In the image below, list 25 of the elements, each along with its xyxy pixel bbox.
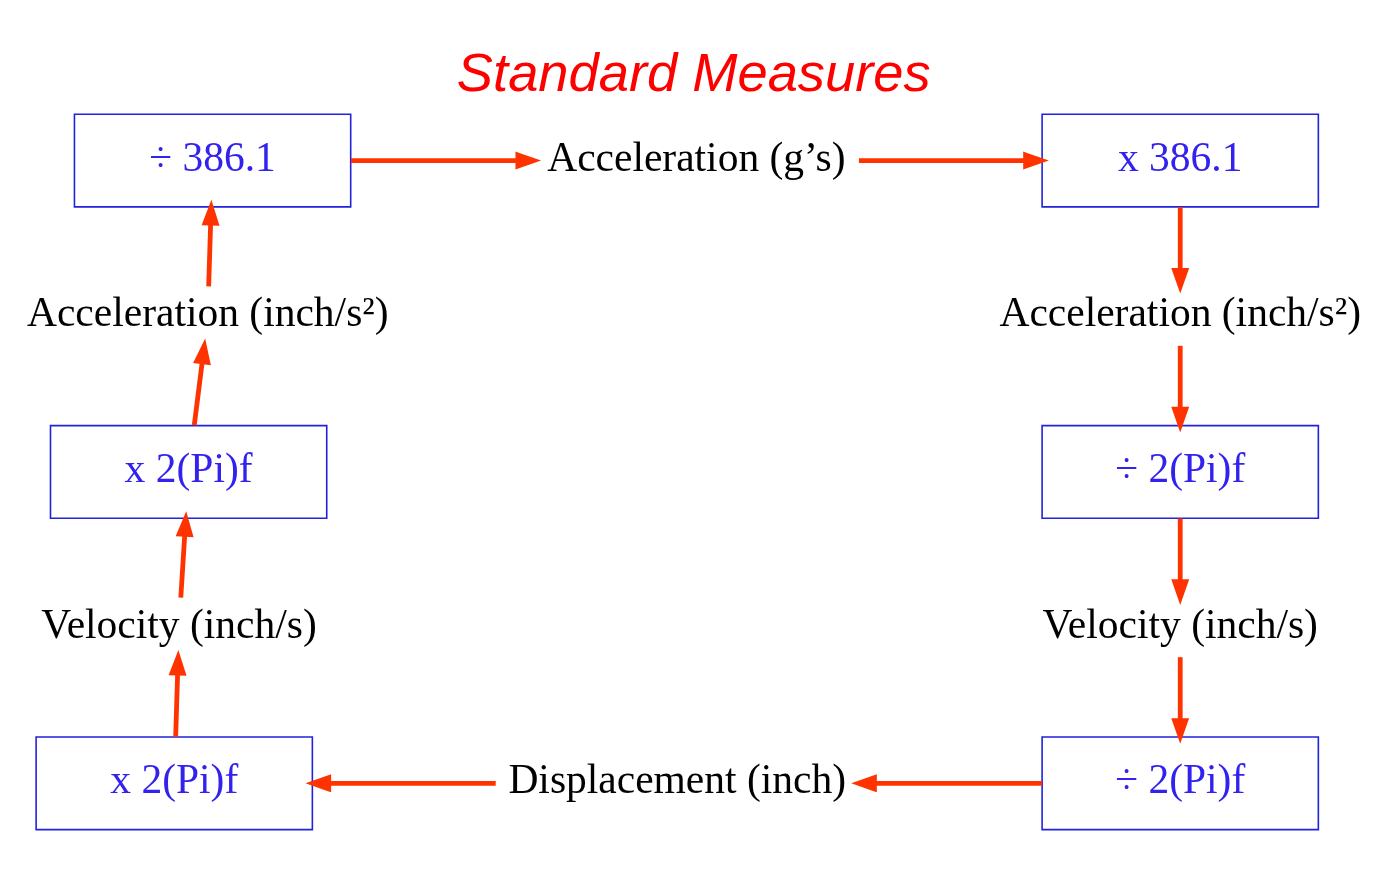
node-box: ÷ 386.1	[73, 113, 352, 208]
node-text: Acceleration (inch/s²)	[26, 289, 389, 336]
node-text: Displacement (inch)	[508, 756, 847, 803]
arrow	[1171, 345, 1190, 433]
node-box: x 2(Pi)f	[49, 424, 328, 520]
node-text: Acceleration (inch/s²)	[999, 289, 1362, 336]
node-box: ÷ 2(Pi)f	[1041, 424, 1320, 520]
node-box: ÷ 2(Pi)f	[1041, 736, 1320, 831]
arrow	[175, 511, 194, 598]
diagram-title: Standard Measures	[456, 41, 931, 103]
arrow	[1171, 518, 1190, 605]
node-text: Velocity (inch/s)	[41, 600, 317, 647]
arrow	[858, 151, 1049, 170]
node-box: x 386.1	[1041, 113, 1320, 208]
arrow	[851, 774, 1042, 793]
node-text: Acceleration (g’s)	[547, 133, 846, 180]
arrow	[351, 151, 542, 170]
arrow	[191, 338, 211, 426]
arrow	[201, 199, 220, 287]
arrow	[305, 774, 496, 793]
node-text: Velocity (inch/s)	[1042, 600, 1318, 647]
arrow	[1171, 657, 1190, 744]
arrow	[168, 649, 187, 737]
node-box: x 2(Pi)f	[35, 736, 314, 831]
arrow	[1171, 207, 1190, 294]
